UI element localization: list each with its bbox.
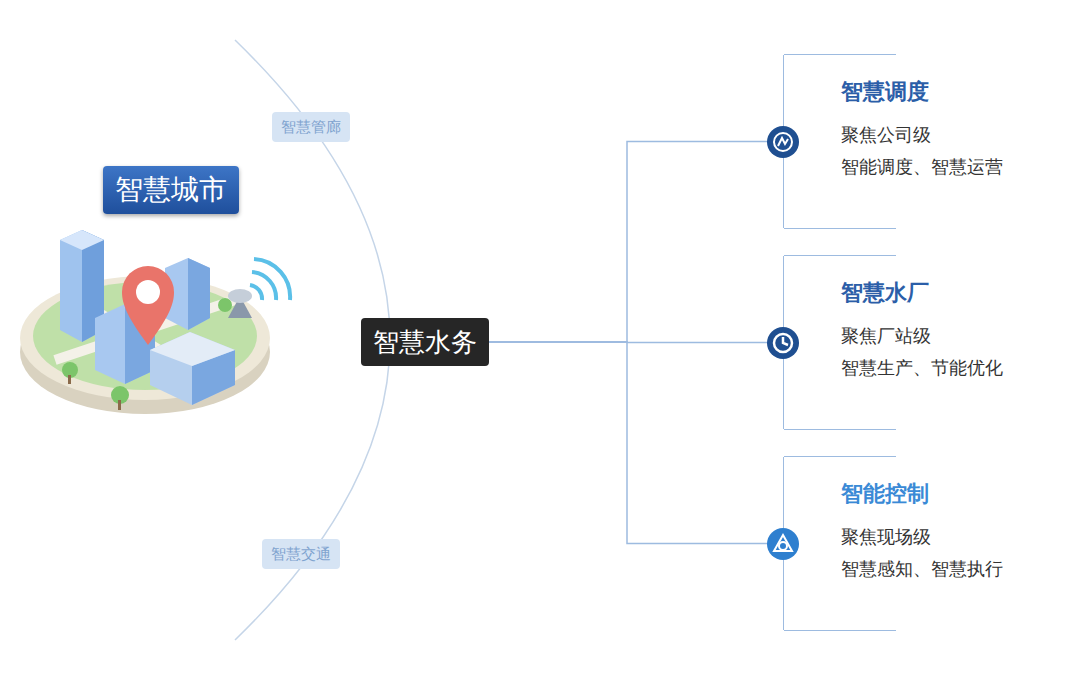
city-label: 智慧城市: [103, 166, 239, 214]
feature-panel: 智慧调度聚焦公司级智能调度、智慧运营: [783, 55, 1068, 228]
bracket-line: [784, 228, 896, 229]
node-text: 智慧城市: [115, 171, 227, 209]
bracket-line: [784, 429, 896, 430]
faded-label: 智慧管廊: [272, 112, 350, 142]
panel-text: 智慧生产、节能优化: [841, 352, 1003, 384]
panel-icon: [767, 126, 799, 158]
node-text: 智慧水务: [373, 325, 477, 360]
panel-body: 智慧调度聚焦公司级智能调度、智慧运营: [841, 77, 1003, 183]
panel-body: 智慧水厂聚焦厂站级智慧生产、节能优化: [841, 278, 1003, 384]
connector: [489, 142, 783, 343]
bracket-line: [784, 630, 896, 631]
panel-text: 智慧感知、智慧执行: [841, 553, 1003, 585]
panel-heading: 智能控制: [841, 479, 1003, 509]
node-text: 智慧管廊: [281, 118, 341, 137]
city-illustration: [20, 230, 290, 414]
hub-box: 智慧水务: [361, 318, 489, 366]
feature-panel: 智慧水厂聚焦厂站级智慧生产、节能优化: [783, 256, 1068, 429]
panel-body: 智能控制聚焦现场级智慧感知、智慧执行: [841, 479, 1003, 585]
panel-text: 聚焦公司级: [841, 119, 1003, 151]
bracket-line: [784, 255, 896, 256]
panel-icon: [767, 528, 799, 560]
panel-text: 聚焦厂站级: [841, 320, 1003, 352]
bracket-line: [784, 456, 896, 457]
feature-panel: 智能控制聚焦现场级智慧感知、智慧执行: [783, 457, 1068, 630]
connector: [489, 342, 783, 544]
panel-heading: 智慧调度: [841, 77, 1003, 107]
panel-text: 聚焦现场级: [841, 521, 1003, 553]
faded-label: 智慧交通: [262, 539, 340, 569]
node-text: 智慧交通: [271, 545, 331, 564]
panel-heading: 智慧水厂: [841, 278, 1003, 308]
bracket-line: [784, 54, 896, 55]
panel-text: 智能调度、智慧运营: [841, 151, 1003, 183]
panel-icon: [767, 327, 799, 359]
